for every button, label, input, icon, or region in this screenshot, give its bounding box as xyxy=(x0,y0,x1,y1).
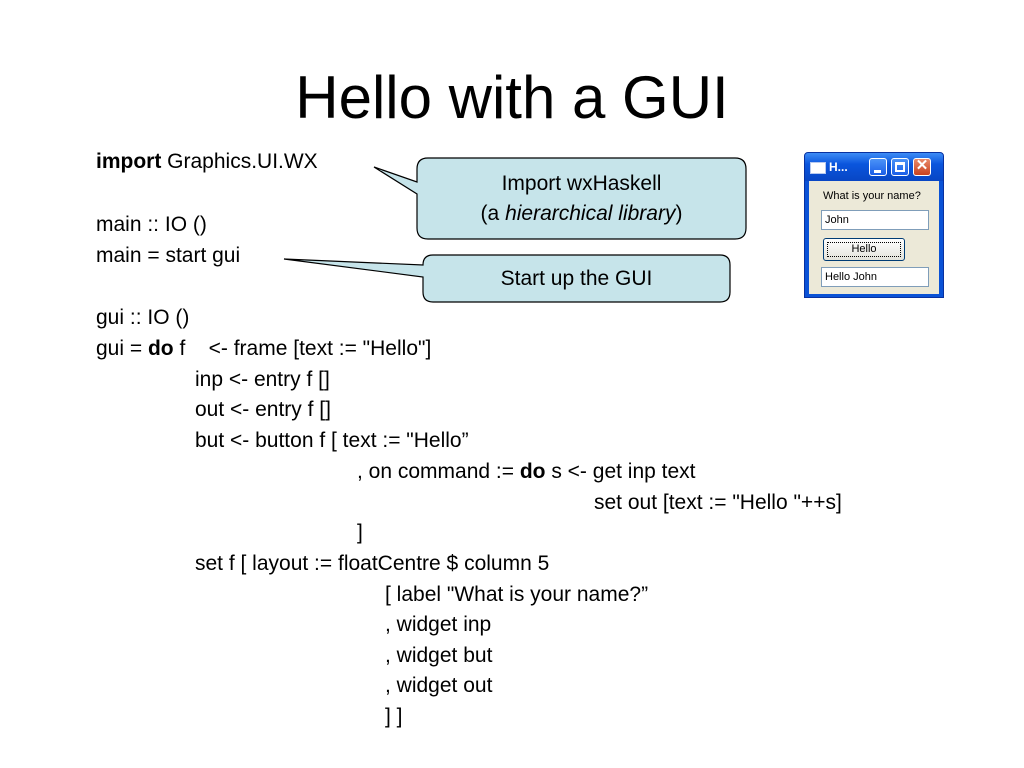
start-callout-text: Start up the GUI xyxy=(500,267,653,290)
import-callout-text: Import wxHaskell (a hierarchical library… xyxy=(417,169,746,229)
code-line-label: [ label "What is your name?” xyxy=(385,583,649,606)
window-title: H... xyxy=(829,160,848,174)
maximize-button[interactable] xyxy=(891,158,909,176)
code-line-gui-sig: gui :: IO () xyxy=(96,306,190,329)
window-app-icon xyxy=(810,162,826,174)
name-prompt-label: What is your name? xyxy=(823,190,921,202)
minimize-button[interactable] xyxy=(869,158,887,176)
maximize-icon xyxy=(895,162,905,172)
code-line-on-command: , on command := do s <- get inp text xyxy=(357,460,696,483)
code-line-final-brackets: ] ] xyxy=(385,705,403,728)
hierarchical-library-text: hierarchical library xyxy=(505,202,676,225)
close-icon: ✕ xyxy=(915,157,929,174)
code-line-out: out <- entry f [] xyxy=(195,398,331,421)
hello-window: H... ✕ What is your name? John Hello Hel… xyxy=(804,152,944,298)
slide-title: Hello with a GUI xyxy=(295,64,729,131)
code-line-but: but <- button f [ text := "Hello” xyxy=(195,429,469,452)
minimize-icon xyxy=(874,170,881,173)
code-line-gui-def: gui = do f <- frame [text := "Hello"] xyxy=(96,337,432,360)
keyword-do: do xyxy=(519,460,546,483)
code-line-inp: inp <- entry f [] xyxy=(195,368,330,391)
import-callout-line2: (a hierarchical library) xyxy=(480,202,683,225)
code-line-main-sig: main :: IO () xyxy=(96,213,207,236)
close-button[interactable]: ✕ xyxy=(913,157,931,176)
code-line-import: import Graphics.UI.WX xyxy=(96,150,318,173)
code-line-widget-but: , widget but xyxy=(385,644,493,667)
keyword-do: do xyxy=(147,337,174,360)
hello-button[interactable]: Hello xyxy=(823,238,905,261)
code-line-close-bracket: ] xyxy=(357,521,363,544)
code-line-main-def: main = start gui xyxy=(96,244,241,267)
import-callout-line1: Import wxHaskell xyxy=(501,172,662,195)
window-client-area: What is your name? John Hello Hello John xyxy=(809,181,939,294)
name-input[interactable]: John xyxy=(821,210,929,230)
code-line-widget-inp: , widget inp xyxy=(385,613,492,636)
code-line-layout: set f [ layout := floatCentre $ column 5 xyxy=(195,552,550,575)
window-titlebar[interactable]: H... ✕ xyxy=(805,153,943,181)
greeting-output[interactable]: Hello John xyxy=(821,267,929,287)
keyword-import: import xyxy=(96,150,162,173)
code-line-widget-out: , widget out xyxy=(385,674,493,697)
code-line-set-out: set out [text := "Hello "++s] xyxy=(594,491,842,514)
hello-button-label: Hello xyxy=(827,242,901,257)
